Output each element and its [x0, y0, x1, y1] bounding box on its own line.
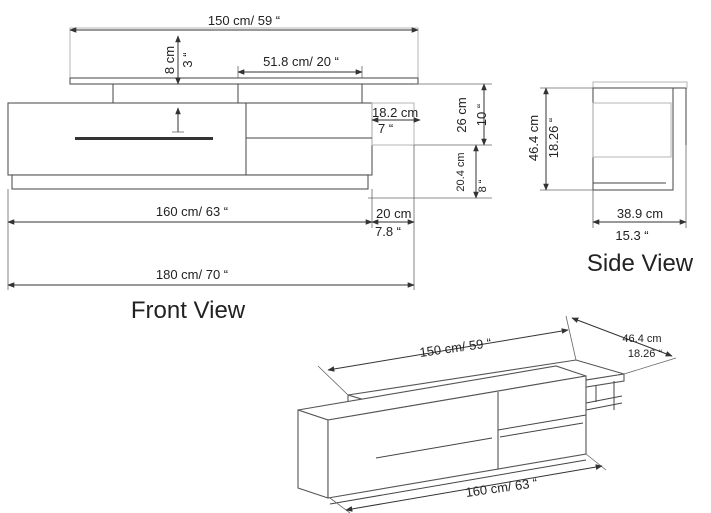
front-top-board — [69, 77, 419, 85]
side-top-outline — [592, 81, 688, 89]
iso-view: 150 cm/ 59 “ 46.4 cm 18.26 “ 160 cm/ 63 … — [297, 315, 677, 513]
iso-label-depth-cm: 46.4 cm — [622, 333, 661, 345]
front-plinth — [11, 174, 369, 190]
iso-handle-right — [499, 422, 584, 438]
side-cabinet-body — [592, 87, 674, 191]
label-plinth-height-cm: 20.4 cm — [455, 152, 467, 191]
label-plinth-height-in: 8 “ — [477, 179, 489, 192]
label-side-depth-cm: 38.9 cm — [617, 206, 663, 221]
label-body-height-in: 10 “ — [474, 104, 489, 126]
iso-label-depth-in: 18.26 “ — [628, 348, 663, 360]
front-view-title: Front View — [131, 297, 246, 324]
iso-shelf-floor — [585, 395, 623, 404]
front-handle — [75, 137, 213, 140]
iso-shelf-floor-front — [585, 402, 623, 411]
label-top-depth-in: 7 “ — [378, 121, 393, 136]
label-side-depth-in: 15.3 “ — [615, 228, 648, 243]
label-base-width: 160 cm/ 63 “ — [156, 204, 228, 219]
label-top-width: 150 cm/ 59 “ — [208, 13, 280, 28]
label-top-depth-cm: 18.2 cm — [372, 105, 418, 120]
label-body-height-cm: 26 cm — [454, 97, 469, 132]
label-side-height-cm: 46.4 cm — [526, 115, 541, 161]
iso-ext-base-right — [585, 453, 607, 471]
label-total-width: 180 cm/ 70 “ — [156, 267, 228, 282]
iso-ext-base-left — [329, 497, 351, 513]
iso-cabinet-side — [297, 409, 329, 499]
front-top-board-outline — [69, 27, 419, 83]
iso-drawer-split — [497, 414, 587, 431]
label-overhang-in: 7.8 “ — [375, 224, 401, 239]
side-view-title: Side View — [587, 250, 694, 277]
iso-handle-left — [375, 437, 493, 459]
label-top-gap-cm: 8 cm — [162, 46, 177, 74]
side-shelf-recess — [592, 102, 672, 158]
iso-label-top-width: 150 cm/ 59 “ — [419, 335, 493, 360]
label-top-gap-in: 3 “ — [180, 52, 195, 67]
front-right-extension — [371, 102, 415, 146]
label-side-height-in: 18.26 “ — [546, 118, 561, 158]
iso-ext-top-right — [565, 315, 577, 361]
label-drawer-width: 51.8 cm/ 20 “ — [263, 54, 339, 69]
iso-ext-depth — [623, 357, 677, 375]
iso-dim-line-base-width — [345, 464, 603, 512]
label-overhang-cm: 20 cm — [376, 206, 411, 221]
iso-dim-line-top-width — [327, 328, 569, 372]
iso-dim-line-depth — [571, 317, 673, 357]
side-view: 46.4 cm 18.26 “ 38.9 cm 15.3 “ Side View — [526, 81, 694, 277]
front-view: 150 cm/ 59 “ 8 cm 3 “ 51.8 cm/ 20 “ 18.2… — [7, 13, 492, 324]
iso-ext-top-left — [317, 365, 349, 396]
